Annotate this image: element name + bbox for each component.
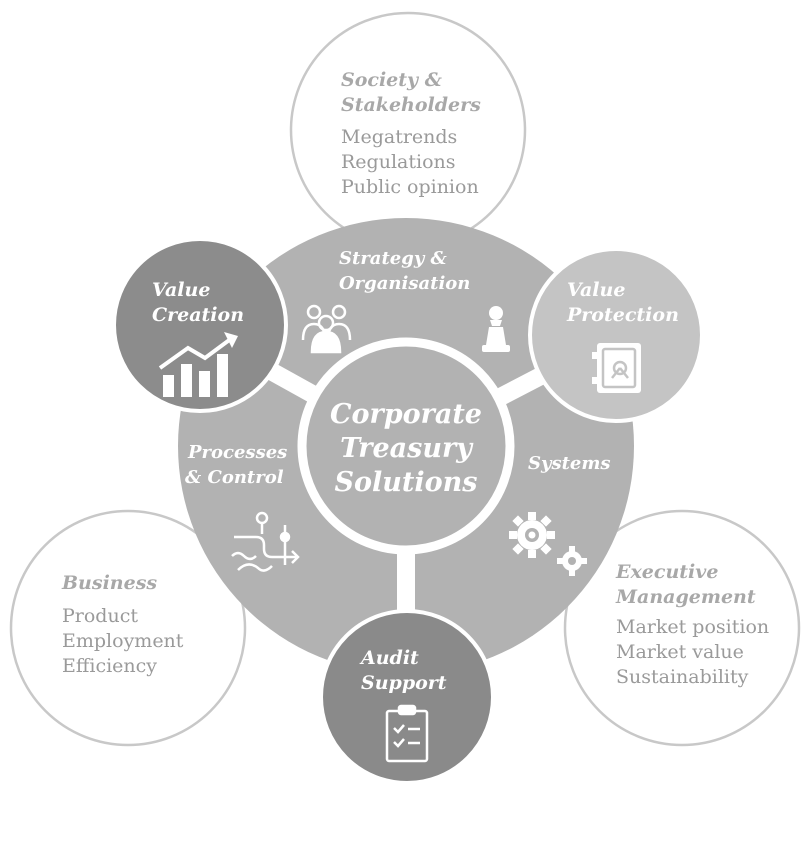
chess-pawn-icon [482,306,510,352]
value-creation-circle [112,237,288,413]
center-title-line1: Corporate [330,399,482,430]
business-item-product: Product [62,605,138,627]
executive-title-line1: Executive [616,561,719,583]
value-creation-label-line2: Creation [152,304,245,326]
processes-label-line1: Processes [188,442,288,463]
society-item-public-opinion: Public opinion [341,176,479,198]
systems-label: Systems [528,453,611,474]
society-title-line2: Stakeholders [341,94,481,116]
gears-icon [509,512,587,576]
executive-item-sustainability: Sustainability [616,666,749,688]
society-title-line1: Society & [341,69,442,91]
audit-support-label-line2: Support [361,672,447,694]
center-title-line3: Solutions [334,467,478,498]
audit-support-circle [319,609,495,785]
executive-item-market-value: Market value [616,641,744,663]
clipboard-checklist-icon [385,704,429,763]
value-protection-label-line1: Value [567,279,626,301]
process-flow-icon [231,511,300,572]
people-group-icon [301,304,352,354]
value-creation-label-line1: Value [152,279,211,301]
strategy-label-line2: Organisation [339,273,471,294]
safe-icon [592,343,641,393]
value-protection-circle [528,247,704,423]
society-item-megatrends: Megatrends [341,126,458,148]
audit-support-label-line1: Audit [361,647,419,669]
business-item-efficiency: Efficiency [62,655,158,677]
executive-circle [563,509,801,747]
society-item-regulations: Regulations [341,151,456,173]
business-item-employment: Employment [62,630,184,652]
center-title-line2: Treasury [340,433,472,464]
strategy-label-line1: Strategy & [339,248,447,269]
bar-chart-growth-icon [158,332,238,397]
business-title: Business [62,572,158,594]
executive-title-line2: Management [616,586,756,608]
value-protection-label-line2: Protection [567,304,679,326]
executive-item-market-position: Market position [616,616,770,638]
processes-label-line2: & Control [185,467,284,488]
center-disc [297,337,515,555]
business-circle [9,509,247,747]
